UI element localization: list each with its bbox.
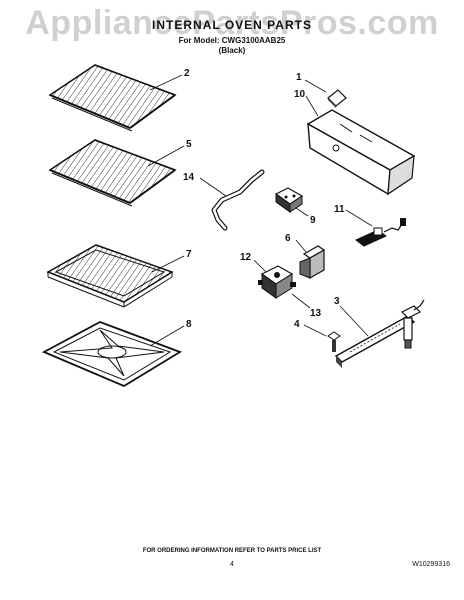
document-number: W10299316 [412, 561, 450, 568]
burner-tube [211, 169, 265, 231]
leader-13 [291, 293, 311, 309]
callout-10: 10 [294, 89, 306, 100]
callout-1: 1 [296, 72, 302, 83]
oven-rack-upper [48, 64, 177, 132]
mounting-screw [327, 331, 341, 352]
broiler-pan-grid [46, 244, 174, 308]
callout-14: 14 [183, 172, 195, 183]
watermark: AppliancePartsPros.com [25, 4, 439, 42]
callout-4: 4 [294, 319, 300, 330]
leader-1 [304, 79, 327, 93]
leader-5 [147, 145, 185, 167]
gas-valve [258, 265, 296, 299]
oven-rack-lower [48, 139, 177, 207]
callout-5: 5 [186, 139, 192, 150]
callout-9: 9 [310, 215, 316, 226]
leader-2 [149, 74, 183, 91]
leader-10 [305, 95, 319, 117]
igniter [355, 218, 406, 247]
switch-part [274, 187, 304, 213]
small-plate [327, 89, 347, 108]
ordering-note: FOR ORDERING INFORMATION REFER TO PARTS … [142, 548, 322, 554]
leader-8 [149, 325, 185, 347]
leader-7 [151, 255, 185, 273]
callout-8: 8 [186, 319, 192, 330]
broiler-pan [41, 321, 183, 388]
callout-7: 7 [186, 249, 192, 260]
leader-3 [339, 305, 369, 337]
burner-cover [306, 109, 416, 196]
color-line: (Black) [218, 46, 246, 55]
leader-14 [199, 177, 227, 197]
leader-4 [303, 324, 327, 337]
model-line: For Model: CWG3100AAB25 [178, 36, 286, 45]
mounting-bracket [299, 245, 326, 280]
callout-2: 2 [184, 68, 190, 79]
leader-9 [295, 207, 309, 217]
page-number: 4 [230, 561, 234, 568]
callout-3: 3 [334, 296, 340, 307]
leader-6 [295, 239, 307, 253]
diagram-title: INTERNAL OVEN PARTS [152, 18, 312, 32]
callout-13: 13 [310, 308, 322, 319]
callout-6: 6 [285, 233, 291, 244]
callout-11: 11 [334, 204, 345, 215]
oven-burner [334, 299, 425, 368]
leader-12 [253, 259, 267, 273]
callout-12: 12 [240, 252, 252, 263]
leader-11 [345, 209, 373, 227]
